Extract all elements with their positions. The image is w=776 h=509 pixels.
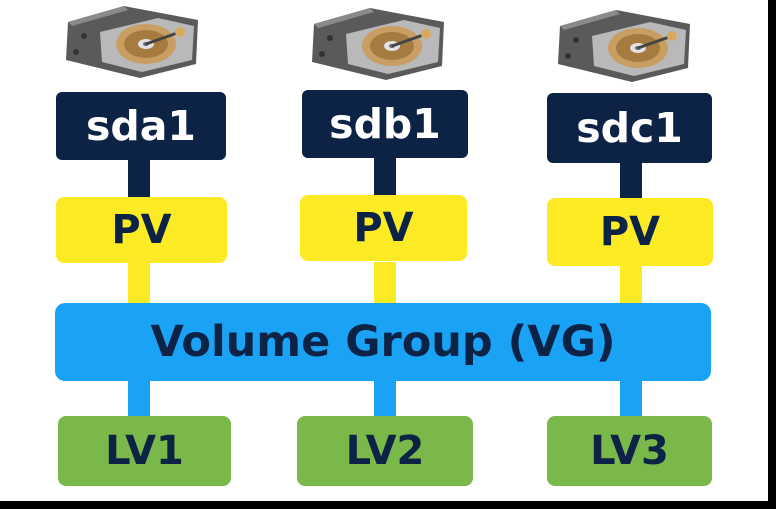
hard-drive-icon [312, 8, 444, 80]
disk-label-sdb1: sdb1 [302, 90, 468, 158]
hard-drive-icon [558, 10, 690, 82]
connector-sdc1-pv [620, 162, 642, 198]
connector-vg-lv3 [620, 380, 642, 418]
connector-sdb1-pv [374, 158, 396, 198]
hard-drive-icon [66, 6, 198, 78]
pv-box-3: PV [547, 198, 713, 266]
connector-pv2-vg [374, 262, 396, 304]
pv-box-1: PV [56, 197, 227, 263]
connector-vg-lv2 [374, 380, 396, 418]
lv-box-2: LV2 [297, 416, 473, 486]
lvm-diagram: sda1 sdb1 sdc1 PV PV PV Volume Group (VG… [0, 0, 768, 501]
volume-group-box: Volume Group (VG) [55, 303, 711, 381]
connector-sda1-pv [128, 158, 150, 198]
disk-label-sdc1: sdc1 [547, 93, 712, 163]
disk-label-sda1: sda1 [56, 92, 226, 160]
lv-box-1: LV1 [58, 416, 231, 486]
connector-vg-lv1 [128, 380, 150, 418]
connector-pv3-vg [620, 266, 642, 304]
connector-pv1-vg [128, 262, 150, 304]
pv-box-2: PV [300, 195, 467, 261]
lv-box-3: LV3 [547, 416, 712, 486]
